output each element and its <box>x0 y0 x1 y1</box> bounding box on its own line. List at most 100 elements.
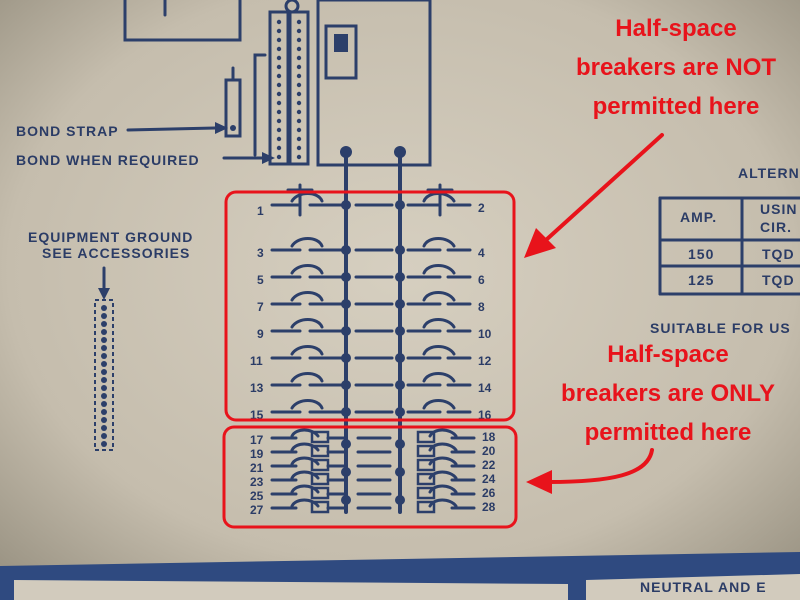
circuit-number: 22 <box>482 458 496 472</box>
terminal-dot <box>296 154 302 160</box>
top-callout-line2: breakers are NOT <box>576 54 776 81</box>
circuit-number: 8 <box>478 300 485 314</box>
breaker-arc <box>422 318 456 329</box>
terminal-dot <box>276 55 282 61</box>
terminal-dot <box>276 28 282 34</box>
ground-terminal-dot <box>101 369 107 375</box>
circuit-number: 18 <box>482 430 496 444</box>
bus-tap <box>395 380 405 390</box>
top-arrow <box>544 133 664 242</box>
ground-terminal-dot <box>101 393 107 399</box>
equipment-ground-label: EQUIPMENT GROUND <box>28 229 193 245</box>
half-breaker-arc <box>290 442 320 452</box>
half-breaker-arc <box>428 442 458 452</box>
breaker-arc <box>422 264 456 275</box>
bus-tap <box>341 467 351 477</box>
ground-terminal-dot <box>101 353 107 359</box>
bus-tap <box>341 245 351 255</box>
breaker-arc <box>422 345 456 356</box>
terminal-dot <box>296 127 302 133</box>
circuit-number: 4 <box>478 246 485 260</box>
terminal-dot <box>296 91 302 97</box>
top-callout-line3: permitted here <box>593 93 760 120</box>
bus-tap <box>395 467 405 477</box>
terminal-dot <box>296 118 302 124</box>
bus-tap <box>341 407 351 417</box>
half-breaker-arc <box>290 428 320 438</box>
ground-terminal-dot <box>101 321 107 327</box>
terminal-dot <box>296 55 302 61</box>
terminal-dot <box>296 73 302 79</box>
bottom-callout-line3: permitted here <box>585 419 752 446</box>
breaker-arc <box>422 399 456 410</box>
ground-terminal-dot <box>101 433 107 439</box>
permitted-zone-box <box>222 425 518 529</box>
terminal-dot <box>276 91 282 97</box>
bus-tap <box>341 495 351 505</box>
circuit-number: 23 <box>250 475 264 489</box>
terminal-dot <box>296 109 302 115</box>
equipment-ground: EQUIPMENT GROUND SEE ACCESSORIES <box>28 229 193 451</box>
bond-strap-component <box>224 66 242 138</box>
terminal-dot <box>296 136 302 142</box>
breaker-rows <box>270 192 476 514</box>
terminal-dot <box>276 46 282 52</box>
terminal-dot <box>276 100 282 106</box>
half-breaker-body <box>416 472 436 486</box>
circuit-number: 6 <box>478 273 485 287</box>
bottom-arrow <box>546 448 654 484</box>
table-header-cir: CIR. <box>760 219 792 235</box>
terminal-dot <box>296 28 302 34</box>
top-callout: Half-space breakers are NOT permitted he… <box>576 15 776 120</box>
terminal-dot <box>296 82 302 88</box>
circuit-number: 26 <box>482 486 496 500</box>
see-accessories-label: SEE ACCESSORIES <box>42 245 190 261</box>
half-breaker-arc <box>290 456 320 466</box>
half-breaker-arc <box>428 484 458 494</box>
circuit-number: 24 <box>482 472 496 486</box>
table-cell-cir: TQD <box>762 272 795 288</box>
half-breaker-arc <box>428 498 458 508</box>
circuit-number: 7 <box>257 300 264 314</box>
bond-when-required-label: BOND WHEN REQUIRED <box>16 152 200 168</box>
breaker-arc <box>290 291 324 302</box>
circuit-number: 3 <box>257 246 264 260</box>
half-breaker-arc <box>290 484 320 494</box>
breaker-arc <box>290 345 324 356</box>
circuit-number: 20 <box>482 444 496 458</box>
circuit-number: 14 <box>478 381 492 395</box>
bus-tap <box>341 272 351 282</box>
bottom-arrow-head <box>526 470 552 494</box>
terminal-dot <box>276 127 282 133</box>
circuit-number: 27 <box>250 503 264 517</box>
breaker-arc <box>290 237 324 248</box>
terminal-dot <box>276 64 282 70</box>
circuit-number: 21 <box>250 461 264 475</box>
annotation-arrows <box>524 133 664 494</box>
bus-tap <box>341 439 351 449</box>
terminal-dot <box>296 100 302 106</box>
bond-strap-label: BOND STRAP <box>16 123 119 139</box>
half-breaker-arc <box>428 456 458 466</box>
terminal-dot <box>296 64 302 70</box>
top-arrow-head <box>524 228 556 258</box>
half-breaker-arc <box>290 498 320 508</box>
half-breaker-arc <box>290 470 320 480</box>
circuit-number: 11 <box>250 354 263 368</box>
circuit-number: 12 <box>478 354 492 368</box>
circuit-number: 9 <box>257 327 264 341</box>
bus-tap <box>395 407 405 417</box>
ground-terminal-dot <box>101 313 107 319</box>
terminal-dot <box>276 19 282 25</box>
table-cell-amp: 150 <box>688 246 714 262</box>
bond-labels: BOND STRAP BOND WHEN REQUIRED <box>16 122 275 168</box>
ground-terminal-dot <box>101 417 107 423</box>
ground-terminal-dot <box>101 337 107 343</box>
breaker-arc <box>290 399 324 410</box>
circuit-numbers-right: 2 4 6 8 10 12 14 16 18 20 22 24 26 28 <box>478 201 496 514</box>
bus-tap <box>395 245 405 255</box>
terminal-dot <box>276 73 282 79</box>
circuit-number: 17 <box>250 433 264 447</box>
bus-tap <box>395 200 405 210</box>
circuit-number: 25 <box>250 489 264 503</box>
